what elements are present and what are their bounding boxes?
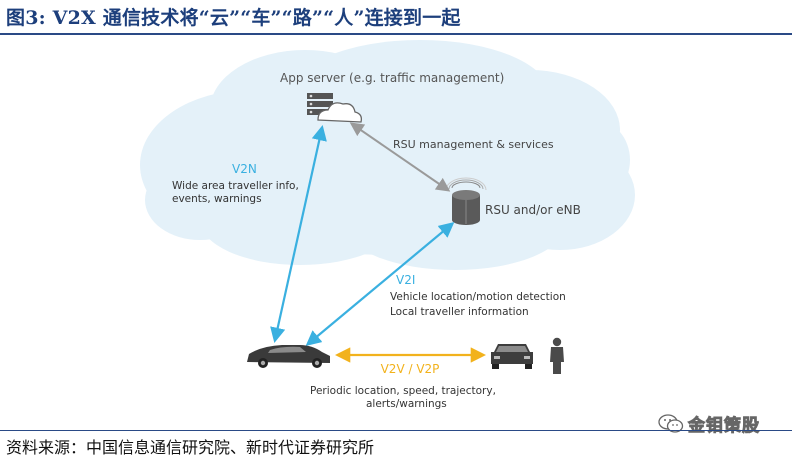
source-divider [0,430,792,431]
source-note: 资料来源：中国信息通信研究院、新时代证券研究所 [6,438,375,457]
car-icon [247,345,330,368]
v2n-desc-line1: Wide area traveller info, [172,180,299,192]
sedan-icon [491,344,533,369]
v2x-diagram: App server (e.g. traffic management) RSU… [140,40,635,410]
rsu-antenna-icon [445,177,487,225]
figure-title: 图3: V2X 通信技术将“云”“车”“路”“人”连接到一起 [6,7,461,29]
watermark-text: 金钼策股 [688,416,760,437]
rsu-management-arrow [349,122,451,192]
v2i-desc-line1: Vehicle location/motion detection [390,291,566,303]
v2i-desc-line2: Local traveller information [390,306,529,318]
wechat-icon [658,413,684,433]
v2i-arrow [305,222,455,346]
v2n-label: V2N [232,162,257,176]
v2n-desc-line2: events, warnings [172,193,262,205]
rsu-management-label: RSU management & services [393,138,554,151]
app-server-label: App server (e.g. traffic management) [280,71,504,85]
v2i-label: V2I [396,273,415,287]
server-icon [307,93,363,123]
watermark: 金钼策股 [658,411,760,436]
v2n-arrow [270,124,327,344]
v2v-label: V2V / V2P [381,362,440,376]
v2v-desc-line1: Periodic location, speed, trajectory, [310,385,496,397]
v2v-desc-line2: alerts/warnings [366,398,447,410]
rsu-label: RSU and/or eNB [485,203,581,217]
pedestrian-icon [550,337,564,374]
title-divider [0,33,792,35]
